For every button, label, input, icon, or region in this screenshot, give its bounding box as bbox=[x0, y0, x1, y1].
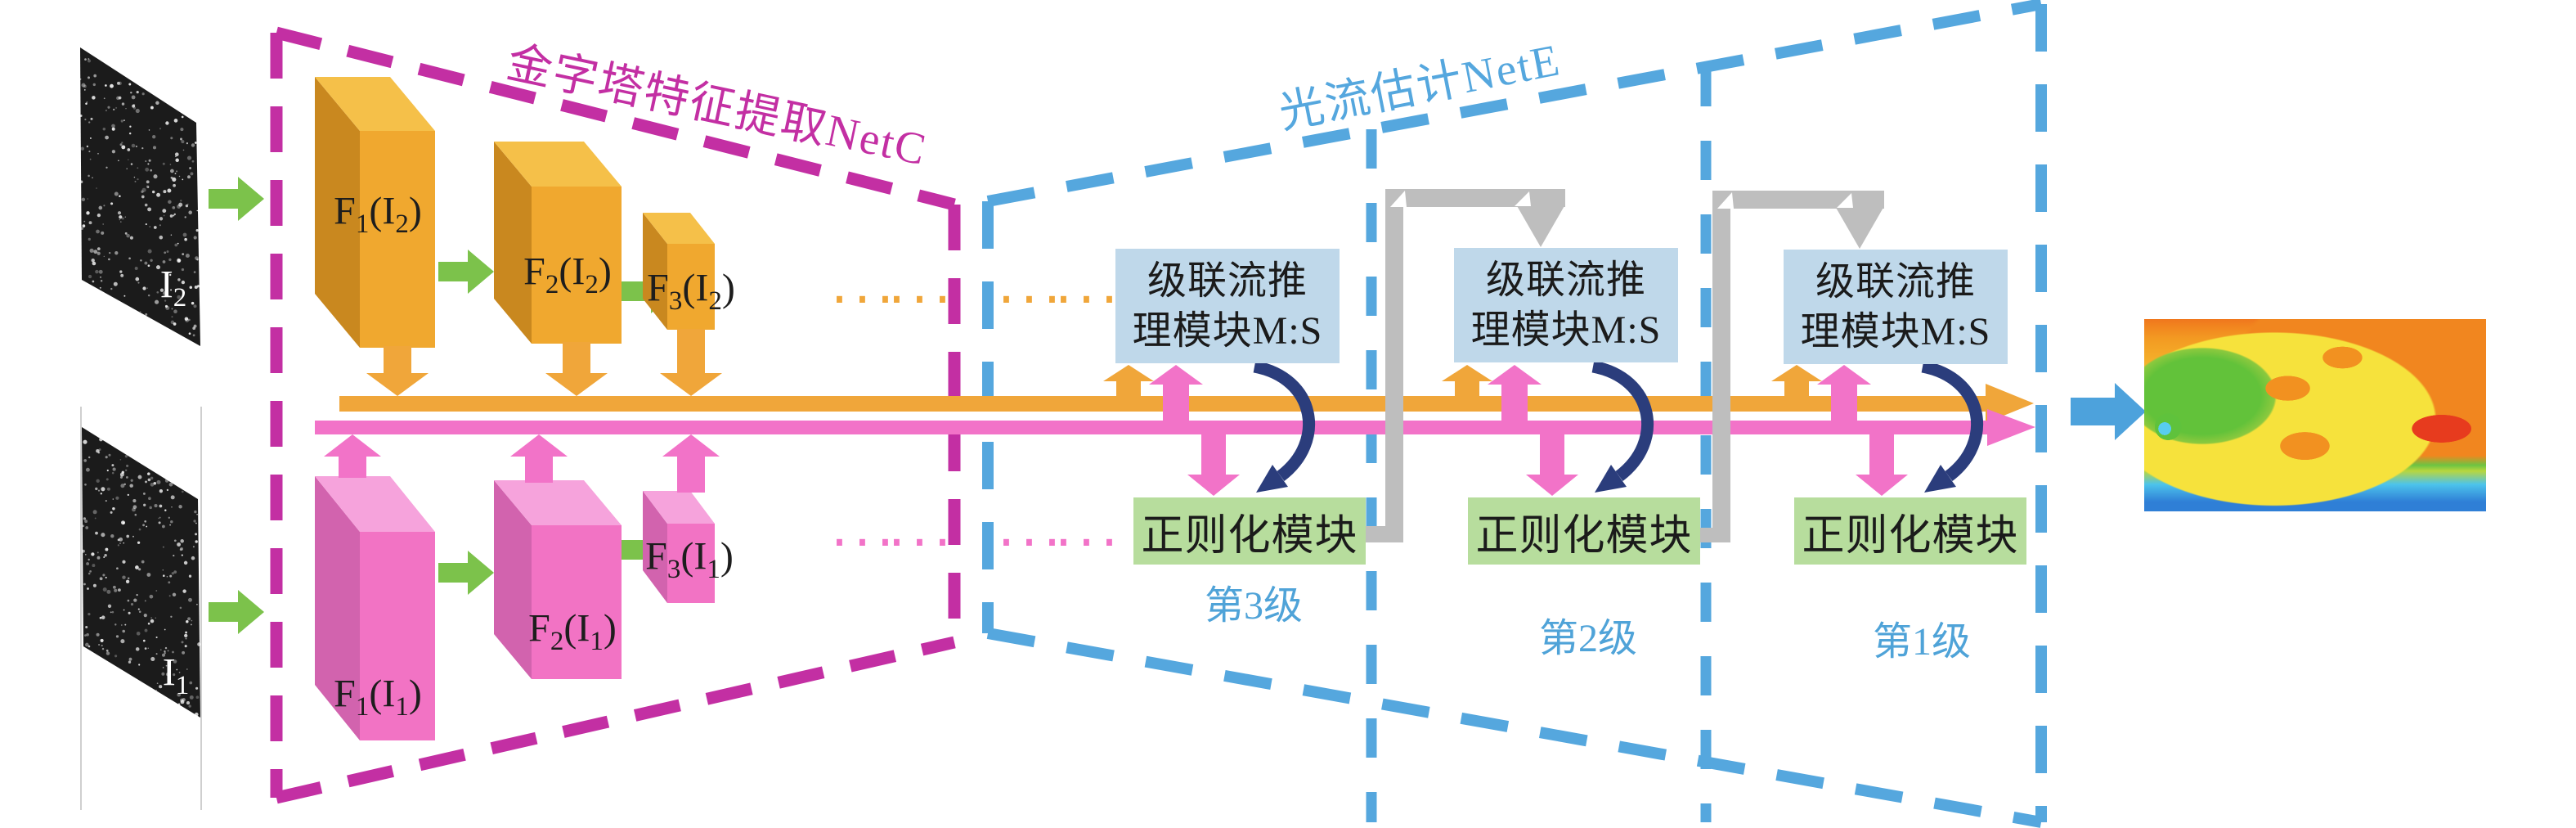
feedback-loop-stage3-to-2 bbox=[1362, 189, 1565, 542]
pink-ellipsis-2: ··· bbox=[888, 511, 957, 574]
input-image-i1-frame bbox=[80, 407, 202, 810]
input-arrow-bottom bbox=[209, 590, 264, 634]
input-label-i2: I2 bbox=[159, 263, 187, 313]
feedback-loop-stage2-to-1 bbox=[1693, 191, 1884, 542]
feedback-loop-notches bbox=[1390, 191, 1853, 209]
input-arrow-top bbox=[209, 177, 264, 221]
regularization-module-text: 正则化模块 bbox=[1475, 512, 1693, 560]
inference-module-text-line1: 级联流推 bbox=[1485, 259, 1646, 302]
feature-down-arrow-1 bbox=[366, 346, 429, 396]
feature-down-arrow-2 bbox=[545, 342, 608, 396]
feature-label-f3i2: F3(I2) bbox=[647, 266, 735, 317]
inference-module-stage3: 级联流推 理模块M:S bbox=[1115, 249, 1340, 363]
input-label-i1: I1 bbox=[162, 650, 190, 701]
feature-label-f2i1: F2(I1) bbox=[528, 606, 617, 657]
regularization-module-text: 正则化模块 bbox=[1802, 512, 2019, 560]
feature-label-f3i1: F3(I1) bbox=[645, 534, 734, 585]
orange-ellipsis-4: ··· bbox=[1055, 268, 1124, 331]
pyramid-arrow-top-1-2 bbox=[438, 250, 494, 294]
feature-box-f2i1 bbox=[494, 480, 622, 679]
feature-up-arrow-3 bbox=[662, 434, 720, 493]
pink-ellipsis-3: ··· bbox=[998, 511, 1066, 574]
netc-boundary bbox=[270, 26, 961, 804]
pink-ellipsis-4: ··· bbox=[1055, 511, 1124, 574]
regularization-module-stage1: 正则化模块 bbox=[1794, 497, 2026, 565]
feature-label-f1i1: F1(I1) bbox=[334, 672, 422, 722]
orange-ellipsis-3: ··· bbox=[998, 268, 1066, 331]
pink-feature-bus bbox=[315, 409, 2035, 446]
inference-module-stage1: 级联流推 理模块M:S bbox=[1784, 250, 2008, 364]
orange-ellipsis-1: ··· bbox=[831, 268, 900, 331]
feature-box-f1i2 bbox=[315, 77, 435, 348]
output-arrow bbox=[2071, 383, 2146, 440]
inference-module-text-line2: 理模块M:S bbox=[1132, 309, 1323, 353]
regularization-module-stage2: 正则化模块 bbox=[1468, 497, 1700, 565]
input-image-i2 bbox=[80, 47, 200, 346]
particle-speckles bbox=[79, 58, 201, 717]
output-flow-field-image bbox=[2144, 319, 2486, 511]
stage2-level-label: 第2级 bbox=[1538, 617, 1638, 660]
input-image-i1 bbox=[82, 427, 200, 718]
stage3-arrows bbox=[1103, 360, 1315, 496]
feature-box-f3i1 bbox=[643, 491, 715, 603]
feature-box-f2i2 bbox=[494, 142, 622, 344]
inference-module-text-line1: 级联流推 bbox=[1147, 259, 1308, 303]
stage3-level-label: 第3级 bbox=[1204, 584, 1304, 628]
feature-box-f3i2 bbox=[643, 213, 715, 330]
pyramid-arrow-bottom-1-2 bbox=[438, 551, 494, 595]
feature-label-f2i2: F2(I2) bbox=[523, 250, 612, 300]
stage2-arrows bbox=[1442, 360, 1654, 496]
inference-module-text-line1: 级联流推 bbox=[1815, 260, 1976, 304]
feature-down-arrow-3 bbox=[660, 329, 722, 396]
stage1-level-label: 第1级 bbox=[1872, 620, 1972, 664]
regularization-module-text: 正则化模块 bbox=[1141, 512, 1358, 560]
feature-box-f1i1 bbox=[315, 476, 435, 740]
orange-ellipsis-2: ··· bbox=[888, 268, 957, 331]
feature-up-arrow-1 bbox=[324, 434, 381, 478]
stage1-arrows bbox=[1771, 360, 1983, 496]
pink-ellipsis-1: ··· bbox=[831, 511, 900, 574]
feature-up-arrow-2 bbox=[510, 434, 568, 483]
inference-module-text-line2: 理模块M:S bbox=[1470, 308, 1662, 352]
regularization-module-stage3: 正则化模块 bbox=[1133, 497, 1366, 565]
inference-module-text-line2: 理模块M:S bbox=[1800, 310, 1991, 353]
inference-module-stage2: 级联流推 理模块M:S bbox=[1454, 248, 1678, 362]
feature-label-f1i2: F1(I2) bbox=[334, 189, 422, 240]
